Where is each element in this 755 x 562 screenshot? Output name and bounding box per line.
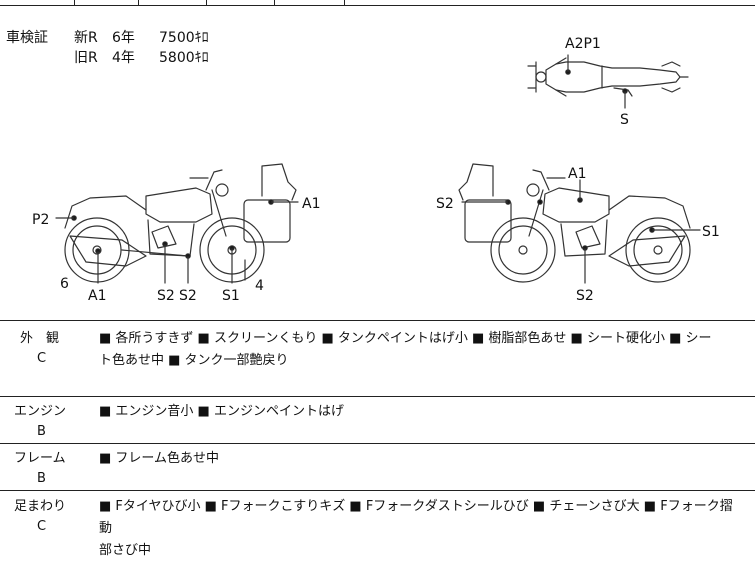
code-label: A1 bbox=[568, 166, 586, 182]
top-border bbox=[0, 5, 755, 6]
section-category: フレーム B bbox=[14, 449, 74, 489]
section-description: ■ 各所うすきず ■ スクリーンくもり ■ タンクペイントはげ小 ■ 樹脂部色あ… bbox=[99, 328, 741, 372]
description-line: ト色あせ中 ■ タンク一部艶戻り bbox=[99, 353, 289, 368]
divider bbox=[344, 0, 345, 5]
section-category: 足まわり C bbox=[14, 497, 74, 537]
section-divider bbox=[0, 396, 755, 397]
section-description: ■ フレーム色あせ中 bbox=[99, 448, 741, 470]
divider bbox=[74, 0, 75, 5]
new-label: 新R bbox=[74, 30, 98, 46]
code-label: 4 bbox=[255, 278, 264, 294]
old-years: 4年 bbox=[112, 50, 135, 66]
description-line: ■ Fタイヤひび小 ■ Fフォークこすりキズ ■ Fフォークダストシールひび ■… bbox=[99, 499, 733, 536]
new-price: 7500ｷﾛ bbox=[159, 30, 209, 46]
code-label: P2 bbox=[32, 212, 49, 228]
right-side-motorcycle-icon bbox=[458, 163, 701, 284]
category-name: 足まわり bbox=[14, 499, 67, 514]
section-category: 外 観 C bbox=[14, 329, 74, 369]
code-label: 6 bbox=[60, 276, 69, 292]
inspection-label: 車検証 bbox=[6, 30, 48, 46]
code-label: S1 bbox=[222, 288, 240, 304]
section-category: エンジン B bbox=[14, 402, 74, 442]
category-name: 外 観 bbox=[20, 331, 60, 346]
code-label: S2 bbox=[436, 196, 454, 212]
top-view-motorcycle-icon bbox=[527, 54, 689, 109]
code-label: S bbox=[620, 112, 629, 128]
code-label: S1 bbox=[702, 224, 720, 240]
code-label: A2P1 bbox=[565, 36, 601, 52]
category-grade: B bbox=[37, 424, 46, 439]
motorcycle-diagram: A2P1 S A1 P2 6 A1 S2 S2 S1 4 A1 S2 S1 S2 bbox=[32, 36, 720, 304]
category-name: エンジン bbox=[14, 404, 67, 419]
code-label: S2 bbox=[576, 288, 594, 304]
section-description: ■ Fタイヤひび小 ■ Fフォークこすりキズ ■ Fフォークダストシールひび ■… bbox=[99, 496, 741, 562]
code-label: S2 bbox=[157, 288, 175, 304]
left-side-motorcycle-icon bbox=[55, 163, 299, 284]
divider bbox=[138, 0, 139, 5]
category-grade: C bbox=[36, 519, 47, 534]
category-grade: C bbox=[36, 351, 47, 366]
section-divider bbox=[0, 320, 755, 321]
description-line: ■ エンジン音小 ■ エンジンペイントはげ bbox=[99, 404, 344, 419]
code-label: A1 bbox=[302, 196, 320, 212]
section-divider bbox=[0, 443, 755, 444]
description-line: ■ 各所うすきず ■ スクリーンくもり ■ タンクペイントはげ小 ■ 樹脂部色あ… bbox=[99, 331, 712, 346]
description-line: 部さび中 bbox=[99, 543, 152, 558]
category-grade: B bbox=[37, 471, 46, 486]
new-years: 6年 bbox=[112, 30, 135, 46]
category-name: フレーム bbox=[14, 451, 66, 466]
code-label: A1 bbox=[88, 288, 106, 304]
divider bbox=[274, 0, 275, 5]
code-label: S2 bbox=[179, 288, 197, 304]
section-divider bbox=[0, 490, 755, 491]
old-price: 5800ｷﾛ bbox=[159, 50, 209, 66]
description-line: ■ フレーム色あせ中 bbox=[99, 451, 220, 466]
old-label: 旧R bbox=[74, 50, 98, 66]
section-description: ■ エンジン音小 ■ エンジンペイントはげ bbox=[99, 401, 741, 423]
divider bbox=[206, 0, 207, 5]
